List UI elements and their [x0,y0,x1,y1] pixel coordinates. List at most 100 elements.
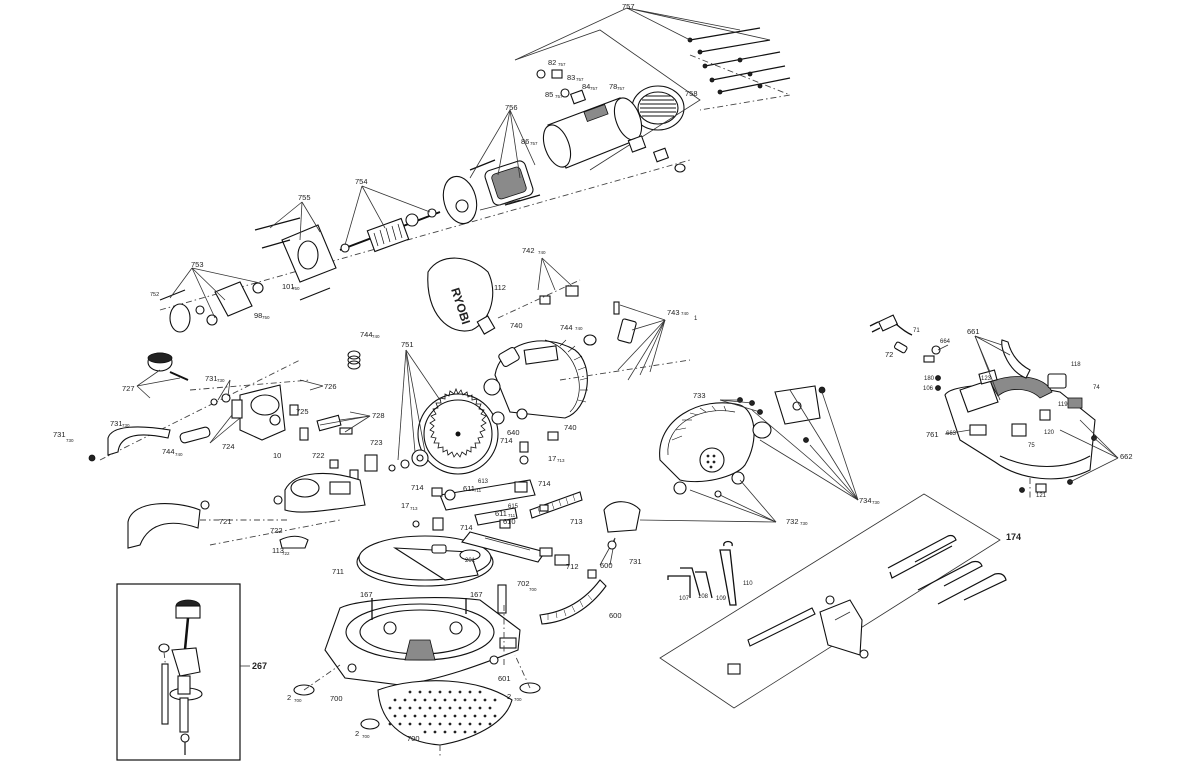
subref-730-d: 730 [800,521,808,526]
dust-bag [427,257,496,335]
subref-740-e: 740 [681,311,689,316]
subref-711-b: 711 [508,513,516,518]
callout-753: 753 [191,260,204,269]
callout-123: 123 [981,376,992,382]
pivot-bracket [231,384,286,441]
grid-hole [473,714,477,718]
scale-713 [529,491,583,519]
grid-hole [438,706,442,710]
grid-hole [473,730,477,734]
subref-757-f: 757 [530,141,538,146]
left-handle-group [88,352,378,549]
callout-724: 724 [222,442,235,451]
callout-110: 110 [743,581,753,587]
accessories-panel-174 [659,493,1007,709]
callout-615: 615 [508,504,519,510]
armature-754 [339,208,441,253]
grid-hole [393,714,397,718]
callout-731-b: 731 [110,419,123,428]
callout-2-c: 2 [355,729,359,738]
callout-756: 756 [505,103,518,112]
grid-hole [478,722,482,726]
stator-756 [469,159,541,211]
grid-hole [428,690,432,694]
grid-hole [403,714,407,718]
grid-hole [403,698,407,702]
callout-17-a: 17 [548,454,556,463]
callout-106: 106 [923,386,934,392]
callout-108: 108 [698,594,709,600]
vent-grille-cover [631,85,685,131]
turntable-711 [356,535,494,587]
clamp-knob-assembly [158,599,203,755]
callout-700-a: 700 [330,694,343,703]
callout-118: 118 [1071,362,1081,368]
callout-72: 72 [885,350,893,359]
callout-2-a: 2 [287,693,291,702]
callout-101: 101 [282,282,295,291]
callout-752: 752 [150,292,159,298]
grid-hole [418,722,422,726]
grid-hole [393,698,397,702]
grid-hole [438,722,442,726]
callout-714-b: 714 [411,483,424,492]
callout-201: 201 [465,558,476,564]
callout-78: 78 [609,82,617,91]
callout-664: 664 [940,339,951,345]
screw-array-757 [687,27,791,95]
subref-700-b: 700 [514,697,522,702]
lower-guard-734 [659,402,755,483]
callout-613: 613 [478,479,489,485]
grid-hole [388,722,392,726]
grid-hole [473,698,477,702]
grid-hole [493,698,497,702]
subref-740-b: 740 [575,326,583,331]
callout-107: 107 [679,596,690,602]
callout-86: 86 [521,137,529,146]
callout-83: 83 [567,73,575,82]
callout-98: 98 [254,311,262,320]
grid-hole [423,714,427,718]
callout-167-a: 167 [360,590,373,599]
grid-hole [468,706,472,710]
subref-750-b: 750 [262,315,270,320]
callout-113: 113 [272,546,284,555]
miter-arm-722 [273,472,366,513]
grid-hole [433,714,437,718]
motor-housing-group [159,7,792,333]
callout-743: 743 [667,308,680,317]
callout-75: 75 [1028,443,1035,449]
callout-713: 713 [570,517,583,526]
upper-guard-group [347,257,691,475]
callout-112: 112 [494,283,506,292]
callout-640: 640 [507,428,520,437]
power-plug-71 [869,314,913,336]
callout-757: 757 [622,2,635,11]
callout-744-c: 744 [162,447,175,456]
callout-727: 727 [122,384,135,393]
subref-722: 722 [282,551,290,556]
callout-755: 755 [298,193,311,202]
callout-733: 733 [693,391,706,400]
grid-hole [488,722,492,726]
subref-700-a: 700 [294,698,302,703]
knob-727 [147,352,189,381]
callout-734: 734 [859,496,872,505]
subref-740-a: 740 [538,250,546,255]
grid-hole [458,706,462,710]
grid-hole [458,722,462,726]
motor-housing [542,97,643,169]
grid-hole [408,722,412,726]
callout-740-b: 740 [564,423,577,432]
hex-keys [667,540,737,606]
callout-723: 723 [370,438,383,447]
grid-hole [443,730,447,734]
subref-750-a: 750 [292,286,300,291]
grid-hole [408,706,412,710]
callout-662: 662 [1120,452,1133,461]
callout-120: 120 [1044,430,1055,436]
subref-757-c: 757 [590,86,598,91]
grid-hole [418,690,422,694]
